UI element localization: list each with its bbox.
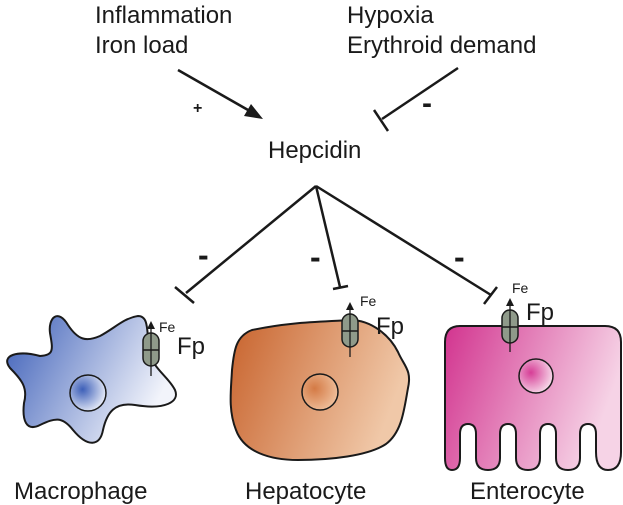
input-iron-load-label: Iron load	[95, 32, 188, 59]
enterocyte-cell	[444, 325, 622, 472]
input-inflammation-label: Inflammation	[95, 2, 232, 29]
hepatocyte-label: Hepatocyte	[245, 478, 366, 505]
activation-sign: +	[193, 100, 202, 117]
macrophage-transporter	[142, 321, 160, 376]
inhibition-sign-macrophage: -	[198, 237, 209, 273]
hepatocyte-cell	[229, 318, 410, 462]
inhibition-sign-hepatocyte: -	[310, 239, 321, 275]
hepatocyte-fe-label: Fe	[360, 293, 377, 309]
hepatocyte-transporter	[341, 302, 359, 357]
inhibition-branches	[174, 184, 498, 305]
hepatocyte-fp-label: Fp	[376, 313, 404, 340]
inhibition-line-right	[372, 66, 459, 132]
hepcidin-label: Hepcidin	[268, 137, 361, 164]
macrophage-fe-label: Fe	[159, 319, 176, 335]
enterocyte-fe-label: Fe	[512, 280, 529, 296]
enterocyte-fp-label: Fp	[526, 299, 554, 326]
enterocyte-label: Enterocyte	[470, 478, 585, 505]
activation-arrow	[177, 68, 263, 119]
macrophage-cell	[6, 314, 177, 444]
macrophage-label: Macrophage	[14, 478, 147, 505]
input-hypoxia-label: Hypoxia	[347, 2, 434, 29]
input-erythroid-demand-label: Erythroid demand	[347, 32, 536, 59]
inhibition-sign-enterocyte: -	[454, 239, 465, 275]
inhibition-sign-right: -	[422, 87, 432, 120]
enterocyte-transporter	[501, 298, 519, 352]
macrophage-fp-label: Fp	[177, 333, 205, 360]
